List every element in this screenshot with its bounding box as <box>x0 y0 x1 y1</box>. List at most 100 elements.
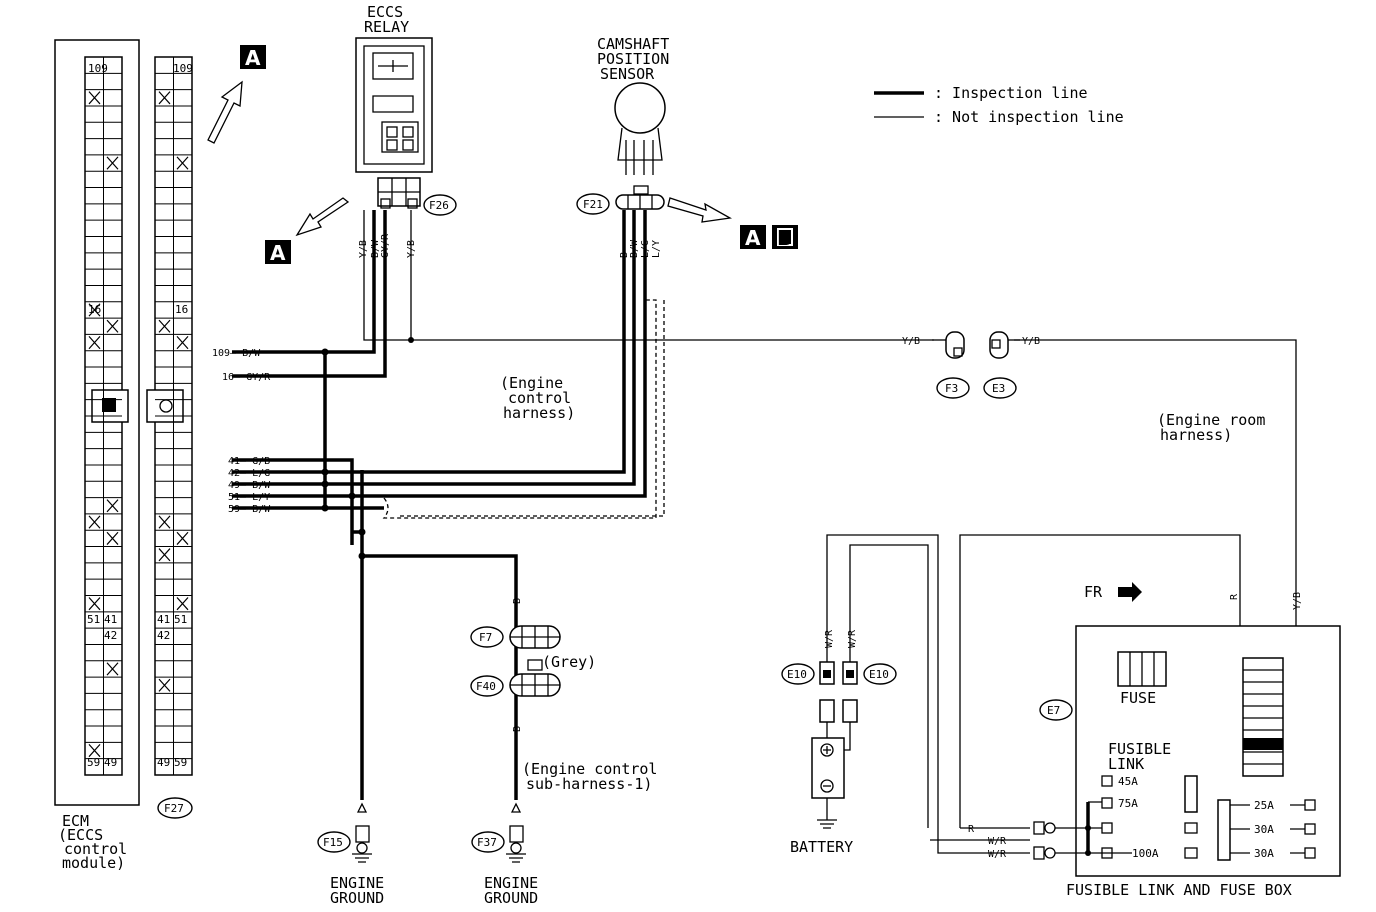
relay-wire-labels: Y/B B/W GY/R Y/B <box>358 233 417 258</box>
cam-label-3: SENSOR <box>600 65 655 83</box>
ecm-latch-left-dot <box>102 398 116 412</box>
fuse-panel <box>1242 657 1284 777</box>
ground-1-triangle-icon <box>356 802 368 813</box>
ecm-unused-pin-x-icon <box>176 531 189 545</box>
harness-sub-2: sub-harness-1) <box>526 775 652 793</box>
ecm-pin-51-left: 51 <box>87 613 100 626</box>
connector-e3-label: E3 <box>992 382 1005 395</box>
wire-label-ecm-109: 109— B/W <box>212 348 261 359</box>
eccs-relay-coil <box>372 52 414 80</box>
legend-not-inspection-line-text: : Not inspection line <box>934 108 1124 126</box>
cam-sensor-body <box>614 82 666 134</box>
harness-engine-room-2: harness) <box>1160 426 1232 444</box>
e10-terminal-b-pin <box>846 670 854 678</box>
wire-ecm-109-bw <box>232 210 376 354</box>
relay-terminal-3 <box>386 139 398 151</box>
wire-label-gnd-b2: B <box>512 726 523 732</box>
wire-shield-dashed-outer <box>400 300 665 517</box>
wire-label-r: R <box>1229 593 1240 600</box>
battery-clamp-a <box>819 699 835 723</box>
harness-sub-1: (Engine control <box>522 760 657 778</box>
wire-label-ecm-42: 42— L/G <box>228 468 270 479</box>
ecm-unused-pin-x-icon <box>158 91 171 105</box>
connector-e10-left-label: E10 <box>787 668 807 681</box>
ref-a-right-box <box>740 225 766 249</box>
battery-ground-icon <box>817 798 837 829</box>
connector-f26-label: F26 <box>429 199 449 212</box>
connector-f3-badge <box>936 377 970 399</box>
wire-label-ecm-16: 16— GY/R <box>222 372 271 383</box>
fusible-75a-left <box>1101 797 1113 809</box>
battery-plus-sign <box>823 746 831 754</box>
connector-e3-badge <box>983 377 1017 399</box>
connector-f40-badge <box>470 675 504 697</box>
eccs-relay-label-1: ECCS <box>367 3 403 21</box>
ref-a-top-box <box>240 45 266 69</box>
connector-f27-badge <box>157 797 193 819</box>
ref-b-label: B <box>777 226 792 250</box>
fuse-panel-grid <box>1243 669 1283 765</box>
cam-label-2: POSITION <box>597 50 669 68</box>
ecm-unused-pin-x-icon <box>158 678 171 692</box>
engine-ground-2-label-a: ENGINE <box>484 874 538 892</box>
fusible-100a-right <box>1184 847 1198 859</box>
junction-51 <box>348 492 356 500</box>
eccs-relay-terminal-block <box>381 121 419 153</box>
fuse-30a-1-label: 30A <box>1254 823 1274 836</box>
relay-terminal-1 <box>386 126 398 138</box>
ecm-unused-pin-x-icon <box>88 91 101 105</box>
fuse-30a-2-label: 30A <box>1254 847 1274 860</box>
ecm-label-line2: (ECCS <box>58 826 103 844</box>
cam-connector-latch <box>633 185 649 195</box>
ecm-pin-42-right: 42 <box>157 629 170 642</box>
fuse-bank-leads <box>1230 804 1305 854</box>
wire-label-yb-box: Y/B <box>1292 592 1303 610</box>
battery-clamp-b <box>842 699 858 723</box>
ecm-unused-pin-x-icon <box>106 156 119 170</box>
ground-2-triangle-icon <box>510 802 522 813</box>
legend: : Inspection line : Not inspection line <box>874 84 1124 126</box>
connector-f26-badge <box>423 194 457 216</box>
wire-ecm-16-gyr <box>232 210 387 378</box>
battery-minus-icon <box>820 779 834 793</box>
ecm-unused-pin-x-icon <box>88 597 101 611</box>
harness-engine-control-3: harness) <box>503 404 575 422</box>
wire-relay-yb <box>363 210 934 341</box>
engine-ground-1-label-a: ENGINE <box>330 874 384 892</box>
ecm-unused-pin-x-icon <box>158 515 171 529</box>
connector-f7-grid <box>510 626 560 648</box>
junction-49 <box>321 480 329 488</box>
ecm-pin-49-left: 49 <box>104 756 117 769</box>
battery-body <box>811 737 845 799</box>
ecm-pin-51-right: 51 <box>174 613 187 626</box>
connector-f37-badge <box>471 831 505 853</box>
wire-e3-to-fusebox <box>1014 339 1297 626</box>
box-entry-terminal-2 <box>1033 846 1045 860</box>
wire-label-cam-ly: L/Y <box>651 240 662 258</box>
connector-f21-badge <box>576 193 610 215</box>
ecm-pin-41-left: 41 <box>104 613 117 626</box>
connector-f15-label: F15 <box>323 836 343 849</box>
junction-yb <box>408 337 414 343</box>
relay-connector-grid <box>378 178 420 206</box>
harness-engine-control-1: (Engine <box>500 374 563 392</box>
wire-label-wr1: W/R <box>824 629 835 648</box>
wire-label-box-r: R <box>968 824 975 835</box>
ecm-unused-pin-x-icon <box>106 662 119 676</box>
fuse-bank-bus <box>1217 799 1231 861</box>
wire-label-box-wr2: W/R <box>988 849 1007 860</box>
ecm-unused-pin-x-icon <box>176 156 189 170</box>
ref-a-mid-box <box>265 240 291 264</box>
ecm-latch-right <box>146 389 184 423</box>
fr-label: FR <box>1084 583 1103 601</box>
fusible-75a-label: 75A <box>1118 797 1138 810</box>
cam-sensor-neck <box>617 127 663 161</box>
harness-engine-room-1: (Engine room <box>1157 411 1265 429</box>
engine-ground-1-label-b: GROUND <box>330 889 384 907</box>
connector-f7-label: F7 <box>479 631 492 644</box>
camshaft-position-sensor: CAMSHAFT POSITION SENSOR F21 A B B B/W L… <box>576 35 798 258</box>
wire-r-to-fusebox <box>959 534 1241 828</box>
connector-e3-pin <box>991 339 1001 349</box>
connector-e10-right-label: E10 <box>869 668 889 681</box>
